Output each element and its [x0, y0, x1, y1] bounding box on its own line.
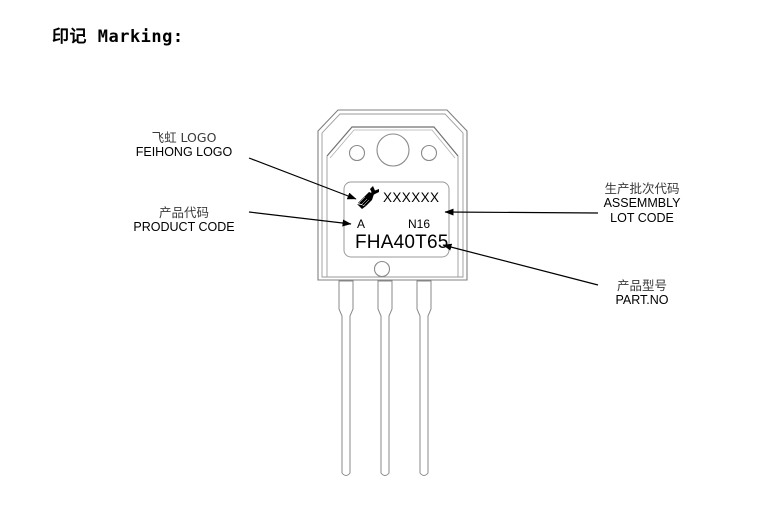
right-small-hole — [420, 144, 438, 162]
marking-part-no: FHA40T65 — [355, 232, 449, 253]
annotation-assembly-lot-code-en: ASSEMMBLY — [603, 196, 681, 210]
annotation-assembly-lot-code-en2: LOT CODE — [610, 211, 674, 225]
marking-product-code: A — [357, 217, 366, 231]
annotation-part-no: 产品型号 PART.NO — [578, 278, 706, 308]
center-mounting-hole — [376, 133, 410, 167]
annotation-part-no-cn: 产品型号 — [616, 278, 667, 293]
package-tab-chamfer — [326, 126, 459, 157]
package-tab-chamfer-inner — [329, 129, 456, 159]
annotation-feihong-logo-cn: 飞虹 LOGO — [151, 130, 217, 145]
page-title: 印记 Marking: — [52, 27, 184, 47]
annotation-product-code-cn: 产品代码 — [158, 205, 209, 220]
leader-line-feihong-logo — [248, 157, 357, 200]
annotation-assembly-lot-code-cn: 生产批次代码 — [604, 181, 680, 196]
lead-1 — [338, 280, 354, 476]
annotation-assembly-lot-code: 生产批次代码 ASSEMMBLY LOT CODE — [578, 181, 706, 226]
left-small-hole — [348, 144, 366, 162]
annotation-product-code: 产品代码 PRODUCT CODE — [104, 205, 264, 235]
feihong-bird-logo-icon — [357, 186, 379, 209]
annotation-part-no-en: PART.NO — [615, 293, 669, 307]
package-body-inner-frame — [321, 113, 464, 278]
leader-line-assembly-lot-code — [444, 208, 599, 216]
bottom-small-hole — [373, 260, 391, 278]
marking-lot-code: XXXXXX — [383, 190, 440, 205]
annotation-feihong-logo-en: FEIHONG LOGO — [135, 145, 233, 159]
annotation-feihong-logo: 飞虹 LOGO FEIHONG LOGO — [104, 130, 264, 160]
lead-3 — [416, 280, 432, 476]
lead-2 — [377, 280, 393, 476]
leader-line-part-no — [442, 243, 599, 286]
annotation-product-code-en: PRODUCT CODE — [133, 220, 235, 234]
leader-line-product-code — [248, 211, 352, 227]
marking-assembly-code: N16 — [408, 217, 431, 231]
